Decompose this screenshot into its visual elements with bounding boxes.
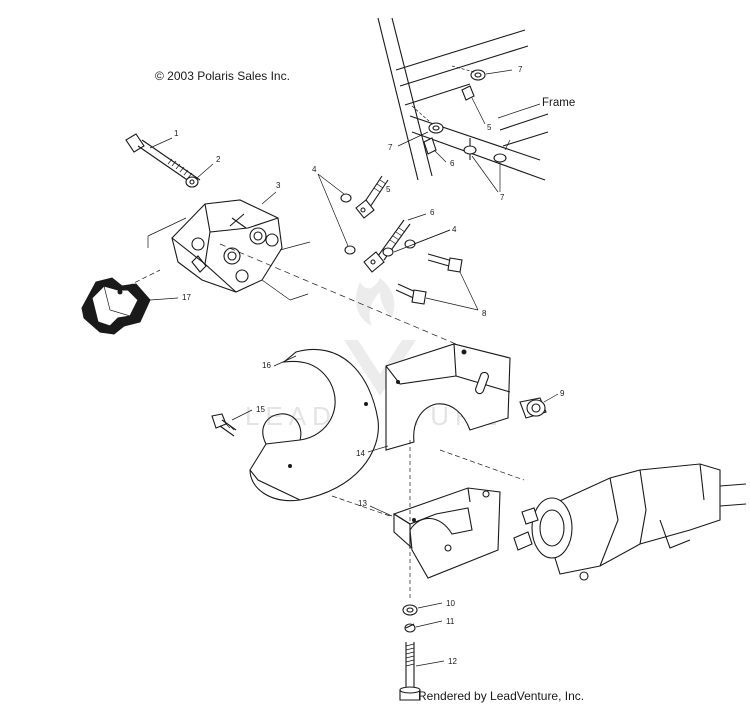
washers-4 bbox=[340, 193, 416, 257]
callout-7-lower: 7 bbox=[500, 193, 505, 202]
banjo-bolt-lower bbox=[395, 283, 427, 305]
callout-5-lower: 5 bbox=[386, 185, 391, 194]
bushing-9 bbox=[519, 397, 547, 419]
callout-6-upper: 6 bbox=[450, 159, 455, 168]
bracket-upper-half-14 bbox=[385, 343, 511, 451]
frame-mount-upper bbox=[461, 69, 486, 101]
brake-caliper bbox=[171, 199, 283, 293]
callout-9: 9 bbox=[560, 389, 565, 398]
rear-axle-housing bbox=[513, 463, 747, 581]
frame-rails bbox=[377, 17, 549, 181]
banjo-bolt-upper bbox=[427, 253, 463, 273]
brake-disc bbox=[249, 348, 379, 502]
bracket-lower-half-13 bbox=[392, 487, 501, 579]
washer-10 bbox=[402, 604, 418, 616]
brake-pad bbox=[81, 277, 151, 335]
frame-mount-middle bbox=[423, 122, 444, 155]
callout-7-middle: 7 bbox=[388, 143, 393, 152]
frame-mount-lower bbox=[463, 139, 511, 163]
bolt-12 bbox=[399, 642, 421, 701]
callout-10: 10 bbox=[446, 599, 455, 608]
callout-4-right: 4 bbox=[452, 225, 457, 234]
callout-7-upper: 7 bbox=[518, 65, 523, 74]
disc-bolt-15 bbox=[211, 413, 237, 437]
washer-2 bbox=[185, 176, 199, 188]
render-credit: Rendered by LeadVenture, Inc. bbox=[418, 689, 584, 703]
callout-6-lower: 6 bbox=[430, 208, 435, 217]
callout-13: 13 bbox=[358, 499, 367, 508]
callout-4-left: 4 bbox=[312, 165, 317, 174]
callout-1: 1 bbox=[174, 129, 179, 138]
callout-12: 12 bbox=[448, 657, 457, 666]
callout-16: 16 bbox=[262, 361, 271, 370]
copyright-notice: © 2003 Polaris Sales Inc. bbox=[155, 69, 290, 83]
frame-label: Frame bbox=[542, 97, 575, 109]
brake-hose-lower bbox=[363, 219, 411, 273]
callout-8: 8 bbox=[482, 309, 487, 318]
callout-15: 15 bbox=[256, 405, 265, 414]
callout-14: 14 bbox=[356, 449, 365, 458]
lock-washer-11 bbox=[404, 623, 416, 633]
callout-5-upper: 5 bbox=[487, 123, 492, 132]
callout-17: 17 bbox=[182, 293, 191, 302]
callout-2: 2 bbox=[216, 155, 221, 164]
brake-hose-upper bbox=[355, 175, 389, 219]
callout-3: 3 bbox=[276, 181, 281, 190]
callout-11: 11 bbox=[446, 617, 455, 626]
